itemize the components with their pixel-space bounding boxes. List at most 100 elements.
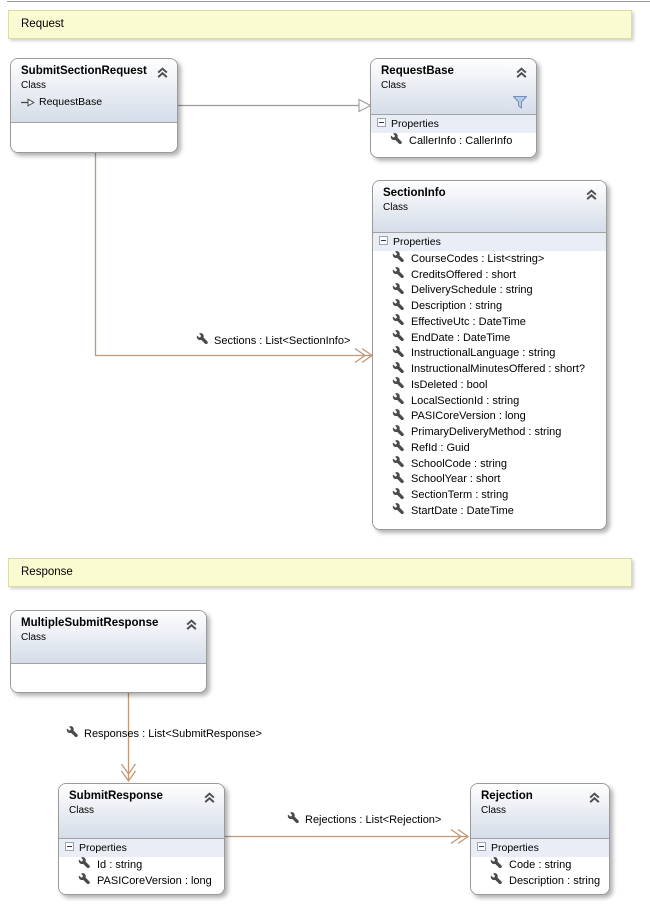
comment-banner-request[interactable]: Request: [8, 10, 632, 39]
property-row[interactable]: EffectiveUtc : DateTime: [373, 314, 606, 330]
association-label-responses-text: Responses : List<SubmitResponse>: [84, 727, 262, 740]
property-row[interactable]: PASICoreVersion : long: [373, 408, 606, 425]
property-text: PASICoreVersion : long: [97, 874, 212, 887]
association-label-sections[interactable]: Sections : List<SectionInfo>: [196, 333, 350, 348]
property-row[interactable]: DeliverySchedule : string: [373, 282, 606, 299]
class-box-requestbase[interactable]: RequestBase Class Properties: [370, 58, 537, 158]
class-header: Rejection Class: [471, 784, 609, 838]
property-row[interactable]: EndDate : DateTime: [373, 330, 606, 346]
property-row[interactable]: Id : string: [59, 857, 224, 873]
wrench-icon: [196, 333, 208, 348]
class-body: Properties Id : string PASICoreVersion :…: [59, 838, 224, 894]
wrench-icon: [392, 503, 404, 518]
class-stereotype: Class: [21, 80, 47, 91]
properties-compartment-label: Properties: [491, 842, 539, 854]
property-row[interactable]: PASICoreVersion : long: [59, 873, 224, 889]
property-text: SchoolCode : string: [411, 457, 507, 470]
base-class-name: RequestBase: [39, 96, 103, 108]
property-row[interactable]: InstructionalLanguage : string: [373, 345, 606, 362]
collapse-button[interactable]: [156, 66, 169, 78]
collapse-chevron-icon: [516, 67, 527, 78]
collapse-button[interactable]: [515, 66, 528, 78]
comment-banner-response[interactable]: Response: [8, 558, 632, 587]
properties-compartment-header[interactable]: Properties: [59, 839, 224, 857]
collapse-minus-icon: [379, 236, 388, 245]
property-row[interactable]: SectionTerm : string: [373, 487, 606, 503]
property-row[interactable]: InstructionalMinutesOffered : short?: [373, 361, 606, 377]
association-label-responses[interactable]: Responses : List<SubmitResponse>: [66, 726, 262, 741]
wrench-icon: [392, 251, 404, 266]
inheritance-connector-submitsectionrequest-requestbase[interactable]: [178, 98, 372, 114]
wrench-icon: [392, 487, 404, 499]
property-row[interactable]: RefId : Guid: [373, 440, 606, 456]
property-text: Description : string: [509, 874, 601, 887]
class-box-submitresponse[interactable]: SubmitResponse Class Properties Id : str…: [58, 783, 225, 895]
association-label-rejections[interactable]: Rejections : List<Rejection>: [287, 812, 441, 827]
collapse-chevron-icon: [589, 792, 600, 803]
property-row[interactable]: CreditsOffered : short: [373, 267, 606, 283]
property-text: PrimaryDeliveryMethod : string: [411, 426, 562, 439]
banner-response-label: Response: [21, 566, 73, 578]
collapse-button[interactable]: [185, 618, 198, 630]
wrench-icon: [490, 857, 502, 872]
class-stereotype: Class: [21, 632, 47, 643]
collapse-button[interactable]: [585, 188, 598, 200]
wrench-icon: [392, 424, 404, 440]
property-text: Description : string: [411, 300, 503, 313]
property-row[interactable]: CallerInfo : CallerInfo: [371, 133, 536, 149]
inheritance-arrow-icon: [21, 97, 35, 107]
class-box-multiplesubmitresponse[interactable]: MultipleSubmitResponse Class: [10, 610, 207, 693]
wrench-icon: [392, 345, 404, 361]
class-body-empty: [11, 663, 206, 692]
property-row[interactable]: SchoolCode : string: [373, 456, 606, 472]
properties-compartment-header[interactable]: Properties: [371, 115, 536, 133]
class-body: Properties CallerInfo : CallerInfo: [371, 114, 536, 157]
collapse-minus-icon[interactable]: [65, 842, 74, 854]
wrench-icon: [392, 408, 404, 424]
association-connector-rejections[interactable]: [225, 828, 471, 845]
class-box-sectioninfo[interactable]: SectionInfo Class Properties CourseCodes: [372, 180, 607, 530]
property-text: InstructionalLanguage : string: [411, 347, 556, 360]
collapse-button[interactable]: [588, 791, 601, 803]
collapse-minus-icon: [477, 842, 486, 851]
association-connector-responses[interactable]: [118, 693, 140, 783]
wrench-icon: [392, 345, 404, 358]
collapse-minus-icon[interactable]: [377, 118, 386, 130]
class-body: Properties CourseCodes : List<string> Cr…: [373, 232, 606, 529]
property-row[interactable]: StartDate : DateTime: [373, 503, 606, 519]
wrench-icon: [392, 314, 404, 329]
property-text: Code : string: [509, 858, 572, 871]
collapse-chevron-icon: [204, 792, 215, 803]
property-row[interactable]: CourseCodes : List<string>: [373, 251, 606, 267]
wrench-icon: [392, 251, 404, 263]
wrench-icon: [196, 333, 208, 345]
property-text: InstructionalMinutesOffered : short?: [411, 363, 586, 376]
collapse-chevron-icon: [186, 619, 197, 630]
class-stereotype: Class: [383, 202, 409, 213]
wrench-icon: [392, 377, 404, 389]
collapse-chevron-icon: [586, 189, 597, 200]
class-box-rejection[interactable]: Rejection Class Properties Code : string: [470, 783, 610, 895]
wrench-icon: [392, 330, 404, 345]
property-row[interactable]: Description : string: [373, 298, 606, 314]
collapse-button[interactable]: [203, 791, 216, 803]
collapse-minus-icon[interactable]: [379, 236, 388, 248]
wrench-icon: [490, 873, 502, 885]
property-row[interactable]: Description : string: [471, 873, 609, 889]
class-header: SubmitSectionRequest Class RequestBase: [11, 59, 177, 122]
properties-compartment-header[interactable]: Properties: [471, 839, 609, 857]
property-row[interactable]: LocalSectionId : string: [373, 393, 606, 409]
property-row[interactable]: Code : string: [471, 857, 609, 873]
property-row[interactable]: PrimaryDeliveryMethod : string: [373, 424, 606, 440]
class-title: RequestBase: [381, 65, 454, 77]
property-row[interactable]: IsDeleted : bool: [373, 377, 606, 393]
collapse-minus-icon[interactable]: [477, 842, 486, 854]
property-row[interactable]: SchoolYear : short: [373, 471, 606, 488]
class-box-submitsectionrequest[interactable]: SubmitSectionRequest Class RequestBase: [10, 58, 178, 153]
class-body-empty: [11, 122, 177, 152]
properties-compartment-header[interactable]: Properties: [373, 233, 606, 251]
collapse-chevron-icon: [157, 67, 168, 78]
filter-funnel-icon[interactable]: [512, 96, 528, 109]
property-text: CreditsOffered : short: [411, 268, 516, 281]
